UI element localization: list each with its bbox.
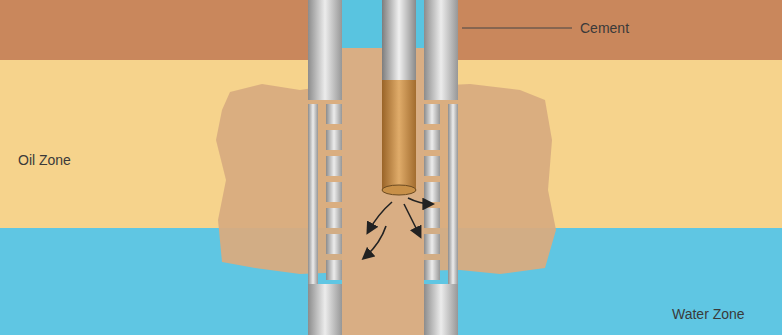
part-label: Cement xyxy=(580,20,629,36)
zone-band: Water Zone xyxy=(0,228,782,335)
leader-line xyxy=(462,28,572,29)
flow-arrows xyxy=(364,198,432,258)
zone-band: Oil Zone xyxy=(0,60,782,230)
casing-interior xyxy=(342,0,424,335)
wellbore-fluid xyxy=(342,0,424,48)
fracture-zone xyxy=(216,84,556,274)
cement-wall-right xyxy=(424,0,458,335)
zone-label: Oil Zone xyxy=(18,152,71,168)
zone-label: Water Zone xyxy=(672,306,745,322)
cement-wall-left xyxy=(308,0,342,335)
production-tubing xyxy=(382,0,416,195)
